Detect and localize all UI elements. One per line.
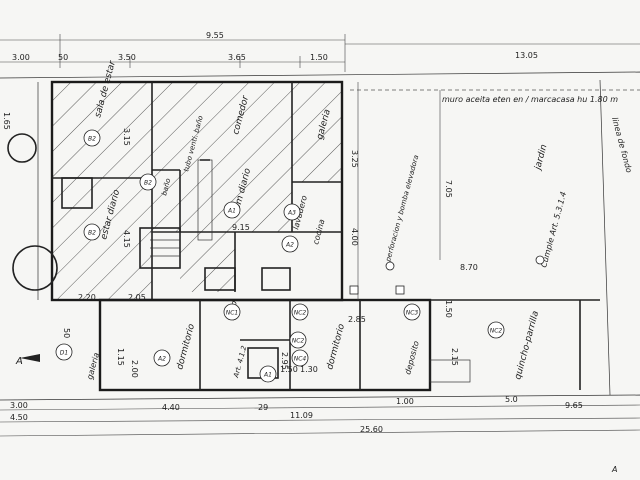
dim-left-2: 50 [62, 328, 71, 338]
left-garden-elements [7, 82, 58, 300]
room-tag-label: A1 [227, 208, 236, 215]
stair-lines [150, 231, 180, 257]
room-dormitorio-1: dormitorio [175, 322, 197, 370]
dim-vertical-2: 4.00 [350, 228, 359, 246]
section-arrow-icon [20, 354, 40, 362]
room-tag-circle [283, 203, 301, 221]
room-tag-circle [259, 365, 277, 383]
dim-bottom-2: 4.40 [162, 403, 180, 412]
plot-boundary [0, 79, 640, 401]
dim-misc-2: 2.05 [128, 293, 146, 302]
room-tag-label: NC2 [294, 310, 307, 317]
room-tag-label: NC4 [294, 356, 307, 363]
room-dormitorio-2: dormitorio [325, 322, 347, 370]
dim-bottom-3: 29 [258, 403, 268, 412]
room-tag-label: D1 [60, 350, 68, 357]
room-tag-circle [223, 303, 241, 321]
dim-left-3: 1.15 [116, 348, 125, 366]
section-marker-a: A [15, 356, 23, 367]
bottom-dimensions: 3.00 4.40 29 1.00 5.0 9.65 4.50 11.09 25… [0, 395, 640, 437]
room-quincho: quincho-parrilla [513, 310, 541, 381]
room-tag-circle [55, 343, 73, 361]
room-tag-label: NC2 [490, 328, 503, 335]
dim-misc-1: 2.20 [78, 293, 96, 302]
room-tag-label: NC1 [226, 310, 239, 317]
room-tag-label: B2 [144, 180, 152, 187]
dim-top-total: 9.55 [206, 31, 224, 40]
dim-top-seg-3: 3.65 [228, 53, 246, 62]
dim-vertical-10: 1.50 [280, 365, 298, 374]
dim-misc-4: 2.95 [280, 352, 289, 370]
room-tag-label: B2 [88, 230, 96, 237]
room-tag-label: B2 [88, 136, 96, 143]
dim-bottom-8: 11.09 [290, 411, 313, 420]
vertical-dimensions: 3.25 4.00 7.05 8.70 3.15 4.15 2.15 1.50 … [122, 82, 478, 374]
dim-top-seg-2: 3.50 [118, 53, 136, 62]
room-tag-circle [291, 303, 309, 321]
room-tag-label: NC2 [292, 338, 305, 345]
markers [20, 255, 545, 362]
note-art-small: Art. 4.1.2 [232, 344, 249, 379]
room-tag-circle [291, 349, 309, 367]
bedroom-wing [98, 298, 600, 392]
room-tag-label: A1 [263, 372, 272, 379]
dim-vertical-4: 8.70 [460, 263, 478, 272]
note-muro: muro aceita eten en / marcacasa hu 1.80 … [442, 95, 618, 104]
room-tag-circle [83, 129, 101, 147]
dim-top-right: 13.05 [515, 51, 538, 60]
dim-vertical-3: 7.05 [444, 180, 453, 198]
dim-left-1: 1.65 [2, 112, 11, 130]
dim-top-seg-1: 3.00 [12, 53, 30, 62]
room-tag-circle [487, 321, 505, 339]
dim-misc-3: 9.15 [232, 223, 250, 232]
room-tag-circle [289, 331, 307, 349]
dim-bottom-6: 9.65 [565, 401, 583, 410]
dim-left-4: 2.00 [130, 360, 139, 378]
room-tag-label: A2 [157, 356, 166, 363]
room-tag-label: NC3 [406, 310, 419, 317]
room-tag-circle [139, 173, 157, 191]
dim-bottom-1: 3.00 [10, 401, 28, 410]
dim-top-small: 50 [58, 53, 68, 62]
room-tag-label: A3 [287, 210, 296, 217]
dim-vertical-5: 3.15 [122, 128, 131, 146]
room-galeria-bottom: galeria [85, 351, 101, 380]
room-tag-circle [223, 201, 241, 219]
hatched-house-area [52, 82, 342, 300]
dim-bottom-7: 4.50 [10, 413, 28, 422]
room-tag-circle [281, 235, 299, 253]
dim-vertical-7: 2.15 [450, 348, 459, 366]
room-deposito: deposito [403, 340, 421, 376]
dim-top-seg-4: 1.50 [310, 53, 328, 62]
dim-vertical-1: 3.25 [350, 150, 359, 168]
dim-bottom-4: 1.00 [396, 397, 414, 406]
room-tag-label: A2 [285, 242, 294, 249]
room-tag-circle [153, 349, 171, 367]
room-tag-circle [403, 303, 421, 321]
note-linea-fondo: linea de fondo [610, 116, 634, 174]
top-dimensions: 9.55 13.05 3.00 3.50 3.65 1.50 50 [0, 31, 640, 79]
room-jardin: jardin [533, 143, 550, 173]
dim-vertical-6: 4.15 [122, 230, 131, 248]
room-tag-circle [83, 223, 101, 241]
misc-dimensions: 2.20 2.05 9.15 2.95 2.85 1.65 50 1.15 2.… [2, 112, 366, 378]
dim-misc-5: 2.85 [348, 315, 366, 324]
note-bottom-right: A [611, 465, 617, 474]
note-perforacion: perforacion y bomba elevadora [384, 154, 420, 263]
note-cumple: Cumple Art. 5.3.1.4 [539, 191, 568, 269]
dim-vertical-9: 1.30 [300, 365, 318, 374]
dim-vertical-8: 1.50 [444, 300, 453, 318]
dim-bottom-total: 25.60 [360, 425, 383, 434]
dim-bottom-5: 5.0 [505, 395, 518, 404]
